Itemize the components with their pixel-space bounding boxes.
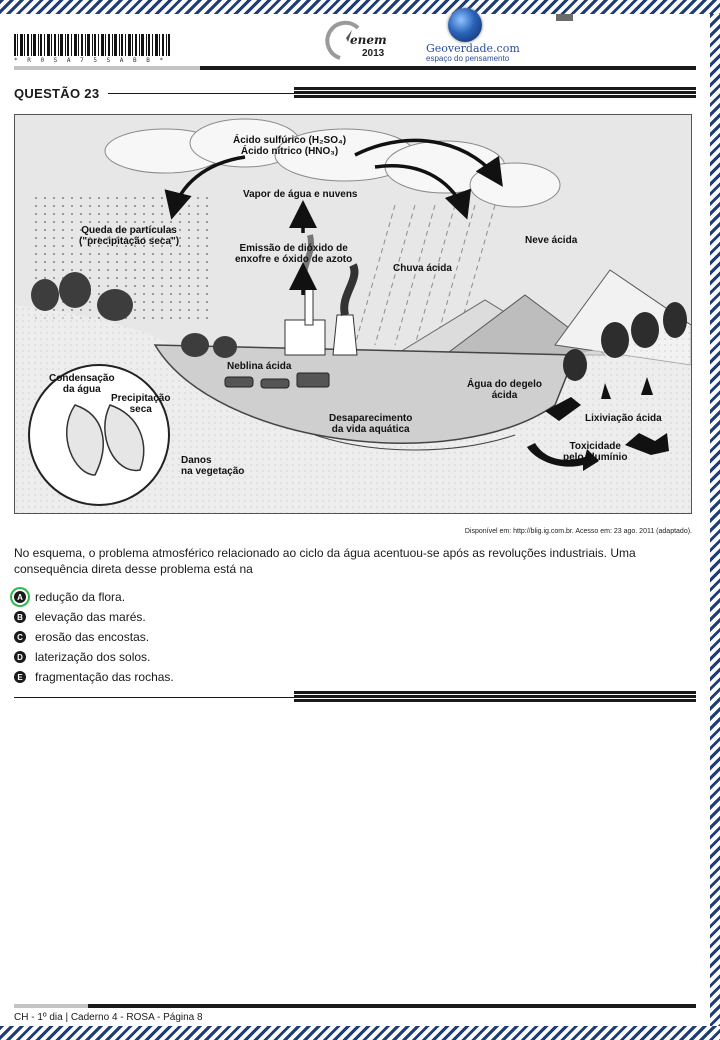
answer-options: A redução da flora. B elevação das marés… <box>14 587 174 687</box>
label-dry-precipitation: Precipitação seca <box>111 393 171 415</box>
label-acids: Ácido sulfúrico (H₂SO₄) Ácido nítrico (H… <box>233 135 346 157</box>
globe-icon <box>448 8 482 42</box>
option-d-letter: D <box>14 651 26 663</box>
option-a-text: redução da flora. <box>35 590 126 604</box>
label-emission: Emissão de dióxido de enxofre e óxido de… <box>235 243 353 265</box>
end-rule-thick <box>294 691 696 702</box>
site-tagline: espaço do pensamento <box>426 54 510 63</box>
option-b-letter: B <box>14 611 26 623</box>
diagram-illustration <box>15 115 691 513</box>
figure-source: Disponível em: http://blig.ig.com.br. Ac… <box>464 528 692 535</box>
question-rule-thick <box>294 87 696 98</box>
barcode <box>14 34 170 56</box>
label-meltwater: Água do degelo ácida <box>467 379 542 401</box>
footer-rule-dark <box>88 1004 696 1008</box>
option-e-text: fragmentação das rochas. <box>35 670 174 684</box>
label-condensation: Condensação da água <box>49 373 115 395</box>
site-name[interactable]: Geoverdade.com <box>426 42 520 55</box>
exam-year: 2013 <box>362 48 385 59</box>
header-rule-dark <box>200 66 696 70</box>
enem-logo-icon <box>325 20 360 60</box>
page-footer: CH - 1º dia | Caderno 4 - ROSA - Página … <box>14 1012 203 1023</box>
option-e[interactable]: E fragmentação das rochas. <box>14 667 174 687</box>
end-rule-thin <box>14 697 296 698</box>
option-c-letter: C <box>14 631 26 643</box>
label-aluminum: Toxicidade pelo alumínio <box>563 441 628 463</box>
label-acid-rain: Chuva ácida <box>393 263 452 274</box>
right-hatched-border <box>710 14 720 1026</box>
enem-logo-word: enem <box>350 33 387 47</box>
option-c-text: erosão das encostas. <box>35 630 150 644</box>
option-e-letter: E <box>14 671 26 683</box>
label-vegetation-damage: Danos na vegetação <box>181 455 245 477</box>
barcode-text: * R 0 S A 7 5 S A B B * <box>14 57 167 64</box>
header-tab-marker <box>556 14 573 21</box>
bottom-hatched-border <box>0 1026 720 1040</box>
label-leaching: Lixiviação ácida <box>585 413 662 424</box>
option-d[interactable]: D laterização dos solos. <box>14 647 174 667</box>
label-acid-fog: Neblina ácida <box>227 361 292 372</box>
top-hatched-border <box>0 0 720 14</box>
option-c[interactable]: C erosão das encostas. <box>14 627 174 647</box>
option-d-text: laterização dos solos. <box>35 650 151 664</box>
acid-rain-diagram: Ácido sulfúrico (H₂SO₄) Ácido nítrico (H… <box>14 114 692 514</box>
option-b-text: elevação das marés. <box>35 610 146 624</box>
label-aquatic-life: Desaparecimento da vida aquática <box>329 413 413 435</box>
option-a[interactable]: A redução da flora. <box>14 587 174 607</box>
option-a-letter: A <box>14 591 26 603</box>
label-dry-deposition: Queda de partículas ("precipitação seca"… <box>79 225 180 247</box>
label-acids-text: Ácido sulfúrico (H₂SO₄) Ácido nítrico (H… <box>233 135 347 157</box>
question-rule-thin <box>108 93 296 94</box>
label-vapor: Vapor de água e nuvens <box>243 189 358 200</box>
label-acid-snow: Neve ácida <box>525 235 578 246</box>
option-b[interactable]: B elevação das marés. <box>14 607 174 627</box>
question-number: QUESTÃO 23 <box>14 86 100 101</box>
question-statement: No esquema, o problema atmosférico relac… <box>14 546 636 576</box>
